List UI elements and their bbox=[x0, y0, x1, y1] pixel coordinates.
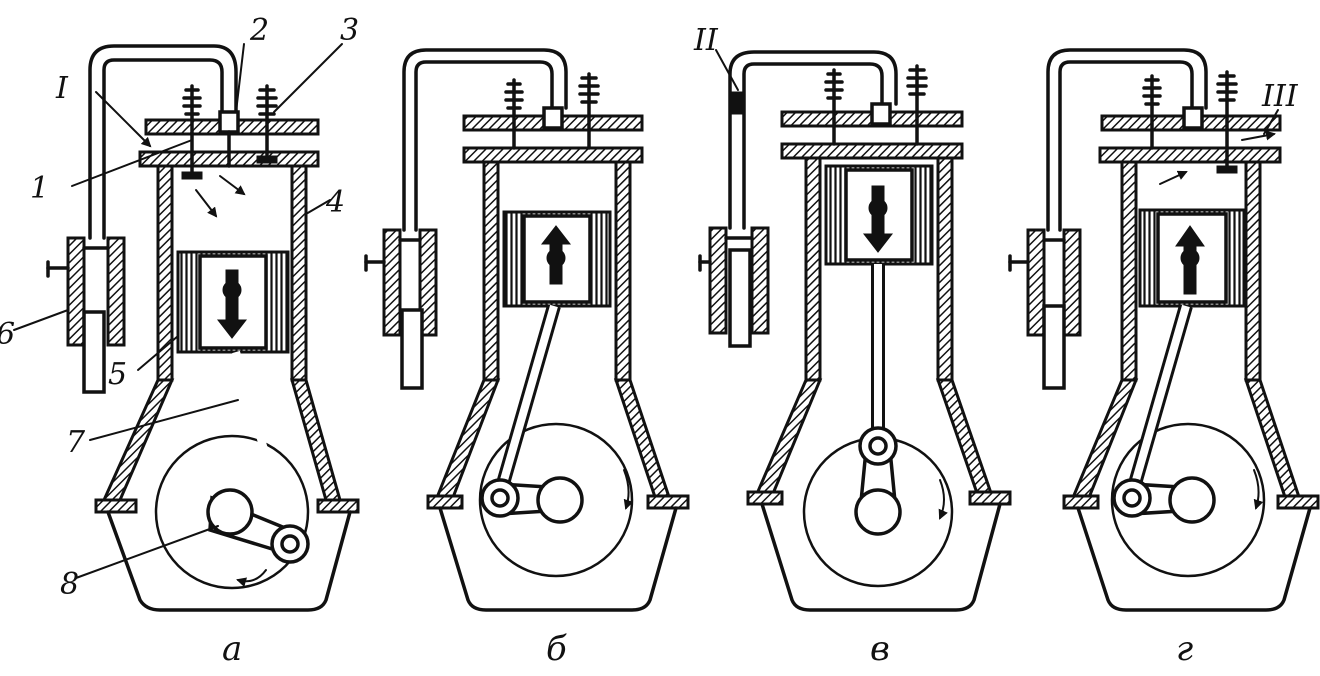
intake-valve bbox=[1142, 74, 1162, 150]
cylinder-wall-right bbox=[290, 164, 308, 382]
fuel-pump bbox=[698, 226, 770, 348]
panel-a: I 1 2 3 4 5 6 7 8 а bbox=[0, 13, 360, 669]
label-3: 3 bbox=[340, 13, 359, 48]
fuel-line bbox=[1058, 60, 1194, 232]
piston bbox=[176, 250, 290, 354]
label-roman-2: II bbox=[693, 23, 719, 58]
exhaust-valve bbox=[578, 72, 600, 150]
exhaust-valve bbox=[256, 84, 278, 164]
exhaust-valve bbox=[906, 64, 928, 146]
piston bbox=[502, 210, 612, 308]
exhaust-valve bbox=[1216, 70, 1238, 174]
intake-valve bbox=[824, 68, 844, 146]
intake-valve bbox=[181, 84, 203, 180]
crankshaft-journal bbox=[206, 488, 254, 536]
label-5: 5 bbox=[108, 357, 127, 392]
fuel-line bbox=[742, 62, 884, 230]
label-8: 8 bbox=[60, 567, 79, 602]
fuel-pump bbox=[1008, 228, 1082, 390]
fuel-line bbox=[102, 58, 224, 240]
caption-b: б bbox=[546, 629, 567, 669]
crank-circle bbox=[154, 434, 310, 590]
crankcase-right bbox=[290, 378, 342, 502]
fuel-line bbox=[414, 60, 554, 232]
fuel-pump bbox=[46, 236, 126, 394]
label-roman-3: III bbox=[1261, 79, 1299, 114]
panel-b: б bbox=[364, 48, 690, 669]
panel-c: II в bbox=[693, 23, 1012, 669]
fuel-pump bbox=[364, 228, 438, 390]
label-4: 4 bbox=[325, 185, 345, 220]
label-1: 1 bbox=[30, 171, 49, 206]
caption-v: в bbox=[870, 629, 890, 669]
label-roman-1: I bbox=[55, 71, 69, 106]
panel-d: III г bbox=[1008, 48, 1320, 669]
oil-pan bbox=[106, 510, 352, 612]
caption-a: а bbox=[222, 629, 242, 669]
label-7: 7 bbox=[66, 425, 86, 460]
piston bbox=[824, 164, 934, 266]
piston bbox=[1138, 208, 1246, 308]
injector bbox=[218, 110, 240, 168]
intake-valve bbox=[504, 78, 524, 150]
caption-g: г bbox=[1176, 629, 1193, 669]
label-6: 6 bbox=[0, 317, 15, 352]
label-2: 2 bbox=[249, 13, 269, 48]
